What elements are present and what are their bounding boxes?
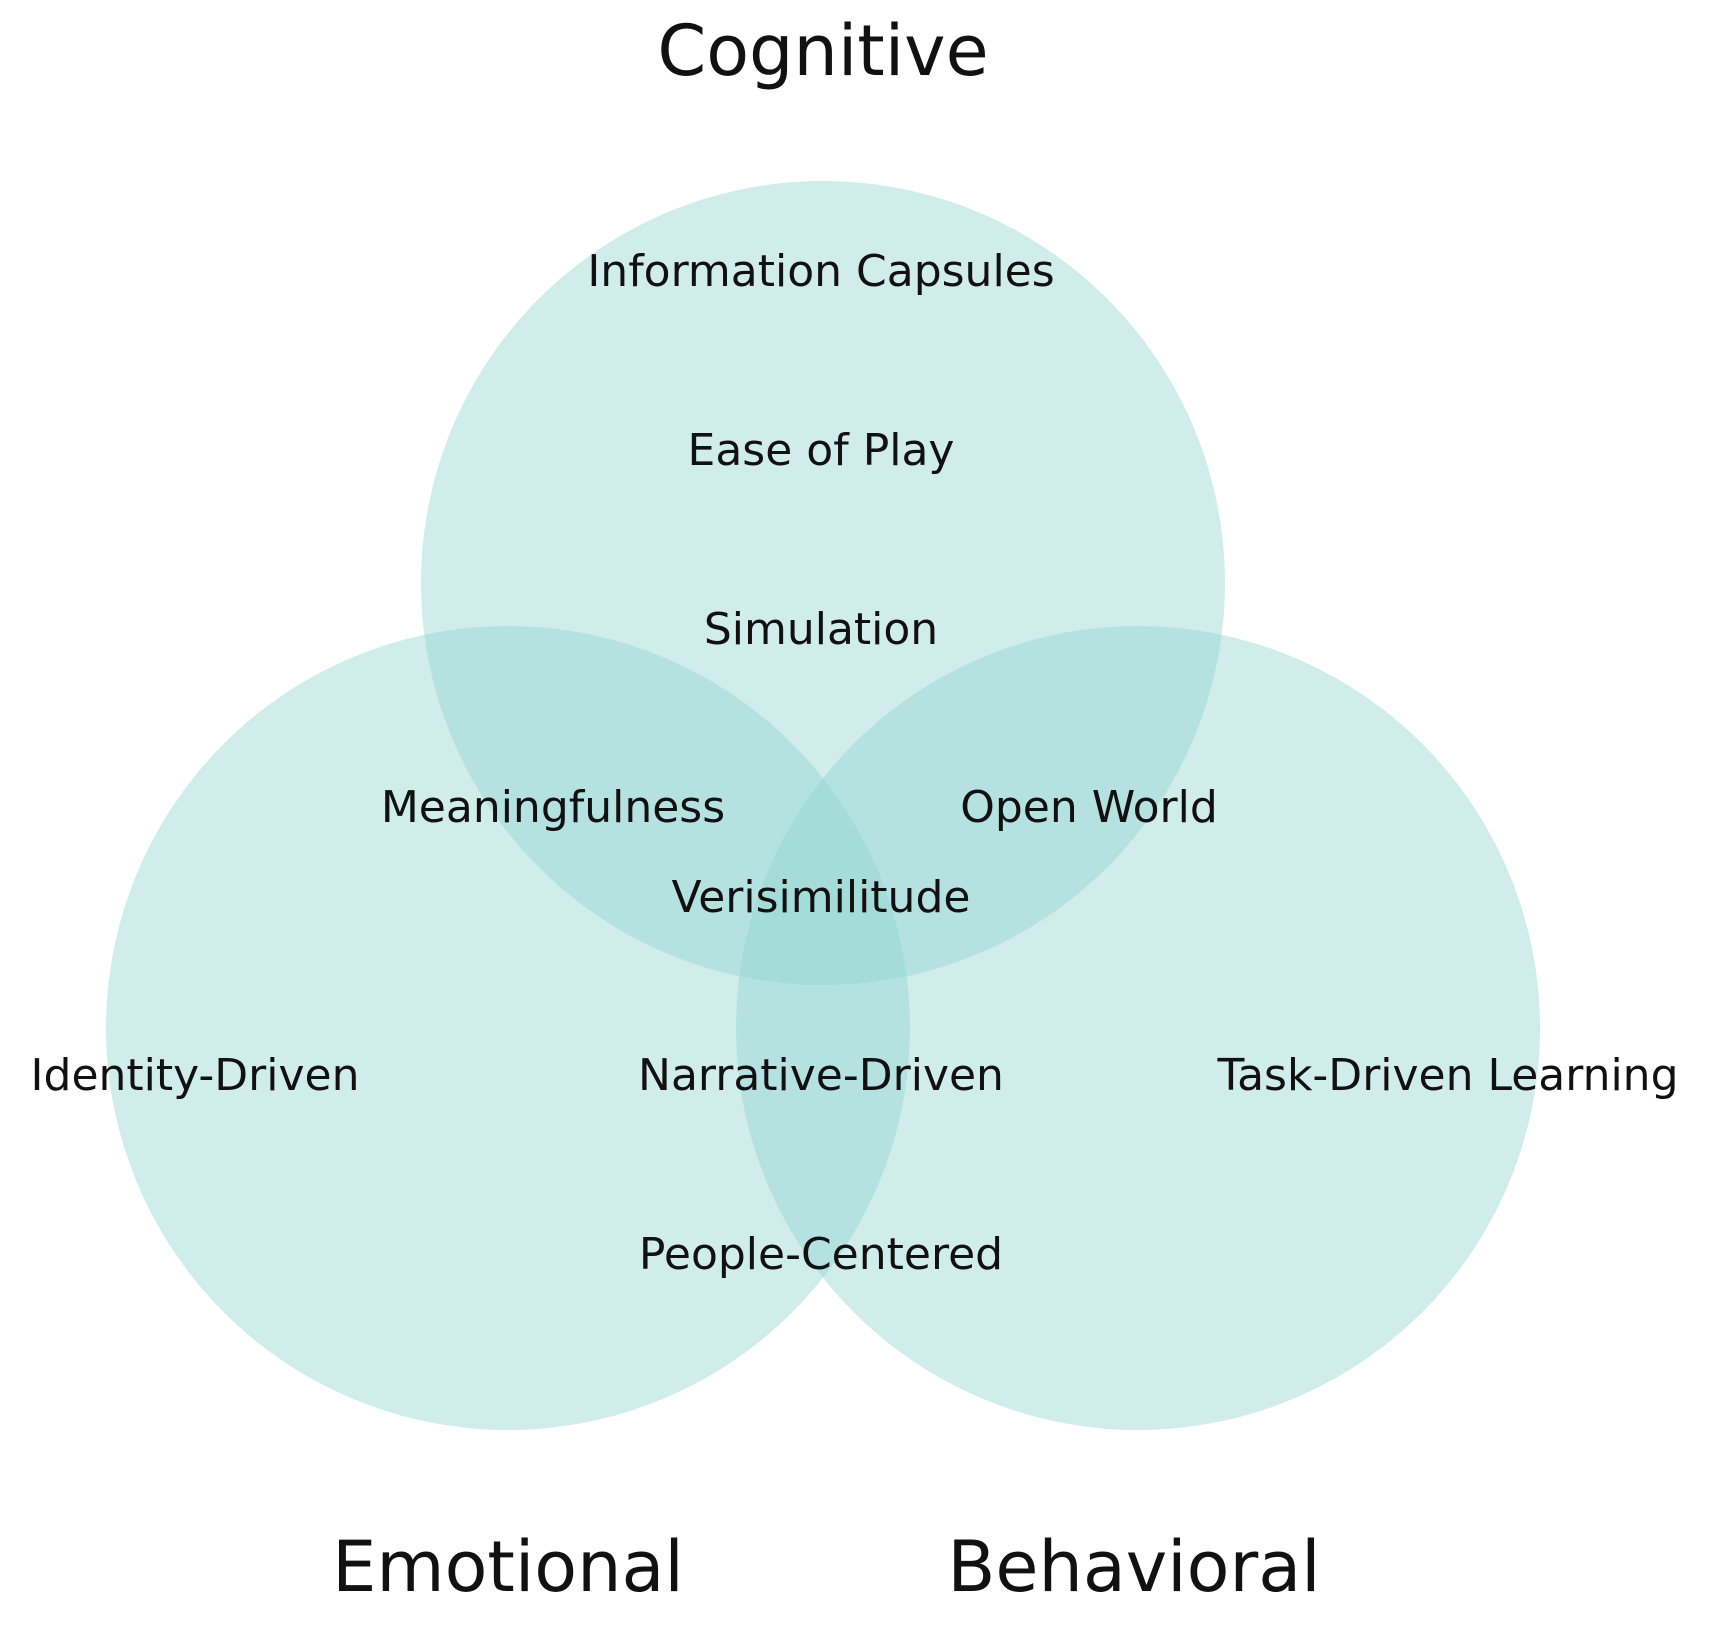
item-narrative-driven: Narrative-Driven xyxy=(638,1050,1004,1101)
item-ease-of-play: Ease of Play xyxy=(688,425,955,476)
item-verisimilitude: Verisimilitude xyxy=(672,872,971,923)
item-information-capsules: Information Capsules xyxy=(587,246,1054,297)
cognitive-circle xyxy=(421,181,1225,985)
item-people-centered: People-Centered xyxy=(639,1229,1003,1280)
set-label-emotional: Emotional xyxy=(332,1526,684,1608)
item-open-world: Open World xyxy=(960,782,1218,833)
item-task-driven-learning: Task-Driven Learning xyxy=(1216,1050,1678,1101)
item-meaningfulness: Meaningfulness xyxy=(381,782,725,833)
emotional-circle xyxy=(106,626,910,1430)
set-label-behavioral: Behavioral xyxy=(947,1526,1320,1608)
behavioral-circle xyxy=(736,626,1540,1430)
set-label-cognitive: Cognitive xyxy=(657,10,988,92)
item-simulation: Simulation xyxy=(704,604,938,655)
item-identity-driven: Identity-Driven xyxy=(31,1050,360,1101)
